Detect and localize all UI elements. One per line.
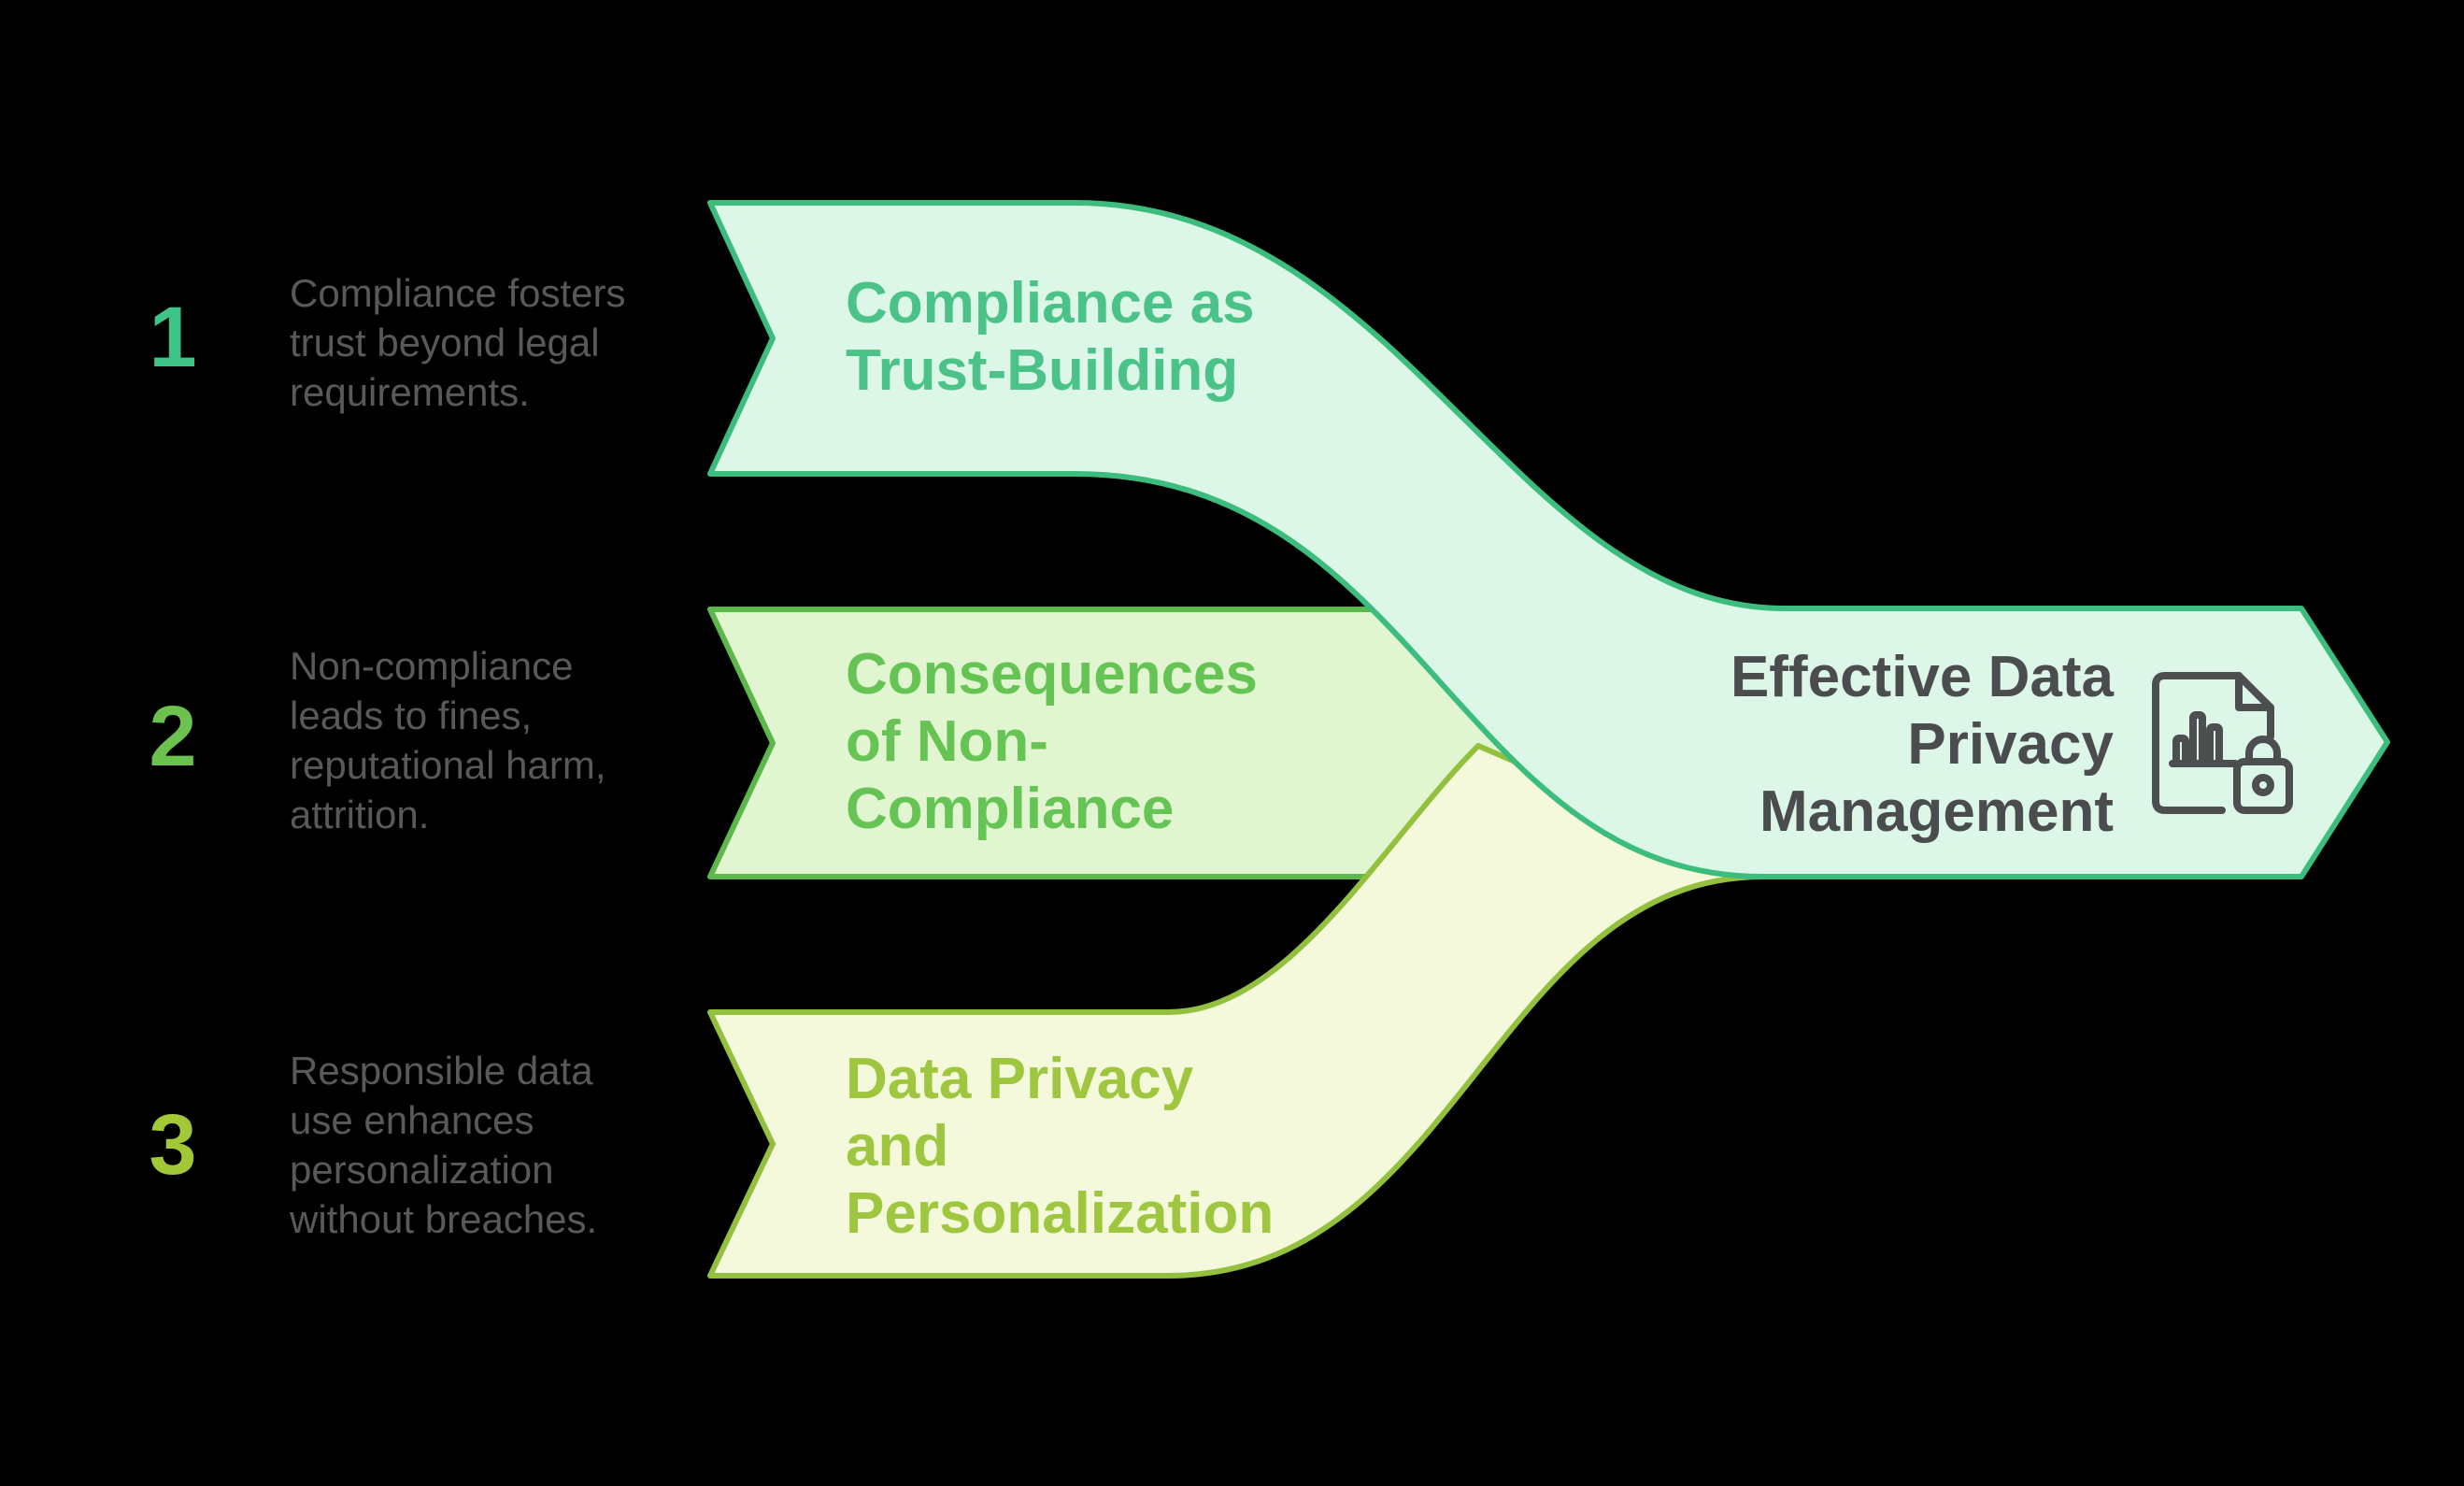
- step-3-number: 3: [149, 1097, 197, 1193]
- step-2-band-title: Consequences of Non- Compliance: [846, 642, 1259, 841]
- bar-chart-icon: [2169, 711, 2239, 767]
- step-1-band-title: Compliance as Trust-Building: [846, 271, 1255, 403]
- step-1-description: Compliance fosters trust beyond legal re…: [290, 271, 626, 414]
- step-3-description: Responsible data use enhances personaliz…: [290, 1049, 598, 1241]
- result-arrow-title: Effective Data Privacy Management: [1730, 645, 2114, 844]
- document-fold-line: [2235, 672, 2274, 711]
- padlock-icon: [2233, 736, 2293, 814]
- padlock-body: [2233, 758, 2293, 814]
- step-2-number: 2: [149, 689, 197, 784]
- padlock-keyhole: [2252, 774, 2274, 796]
- step-3-band-title: Data Privacy and Personalization: [846, 1047, 1275, 1246]
- document-chart-lock-icon: [2152, 672, 2293, 814]
- document-icon: [2152, 672, 2274, 814]
- ribbon-1-arrow-shape: [707, 200, 2390, 879]
- step-1-number: 1: [149, 290, 197, 385]
- padlock-shackle: [2245, 736, 2281, 765]
- step-2-description: Non-compliance leads to fines, reputatio…: [290, 644, 606, 836]
